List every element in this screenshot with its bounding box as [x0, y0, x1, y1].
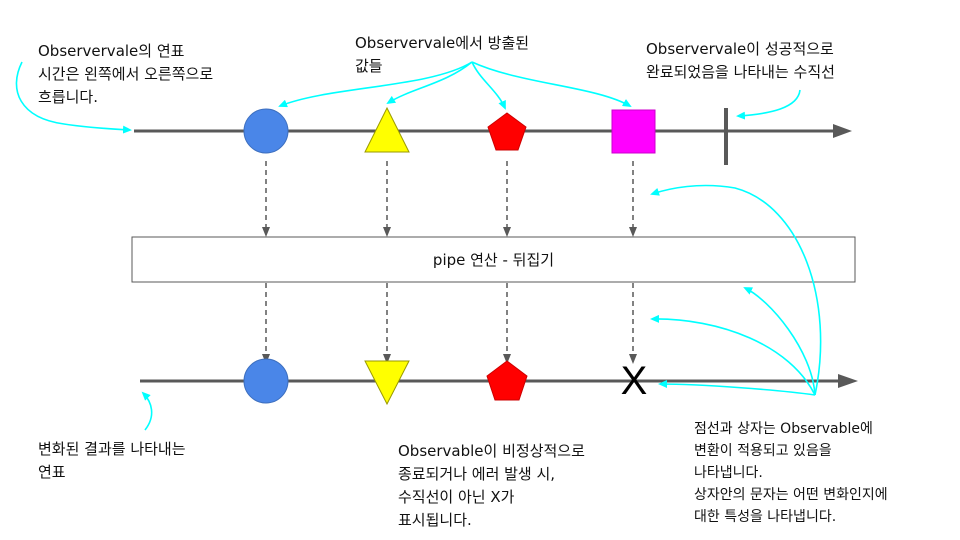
operator-callout-x — [658, 380, 816, 396]
timeline-annotation: Observervale의 연표 시간은 왼쪽에서 오른쪽으로 흐릅니다. — [38, 42, 214, 106]
operator-box — [131, 236, 856, 283]
operator-callout-mid — [650, 314, 816, 396]
emitted-callout-pentagon — [471, 61, 506, 110]
result-pentagon-marble — [486, 360, 528, 401]
emitted-values-annotation: Observervale에서 방출된 값들 — [355, 34, 530, 75]
result-inverted-triangle-marble — [364, 360, 410, 406]
result-timeline-annotation: 변화된 결과를 나타내는 연표 — [38, 440, 186, 481]
operator-callout-top — [650, 184, 822, 396]
timeline-callout-arrow — [15, 61, 132, 134]
source-timeline-arrowhead — [833, 124, 852, 138]
source-square-marble — [611, 109, 656, 154]
operator-annotation: 점선과 상자는 Observable에 변환이 적용되고 있음을 나타냅니다. … — [694, 421, 888, 525]
result-timeline-arrowhead — [838, 374, 858, 388]
completion-annotation: Observervale이 성공적으로 완료되었음을 나타내는 수직선 — [646, 40, 835, 81]
error-annotation: Observable이 비정상적으로 종료되거나 에러 발생 시, 수직선이 아… — [398, 442, 585, 529]
emitted-callout-triangle — [386, 61, 473, 105]
emitted-callout-square — [471, 61, 632, 107]
result-circle-marble — [243, 358, 289, 404]
error-x-icon: X — [620, 359, 648, 403]
source-triangle-marble — [364, 106, 410, 153]
emitted-callout-circle — [278, 61, 473, 108]
operator-label: pipe 연산 - 뒤집기 — [432, 251, 555, 269]
source-circle-marble — [243, 108, 289, 154]
operator-callout-box — [743, 287, 816, 396]
result-callout-arrow — [141, 391, 153, 431]
source-pentagon-marble — [487, 112, 527, 151]
completion-callout-arrow — [736, 89, 801, 120]
